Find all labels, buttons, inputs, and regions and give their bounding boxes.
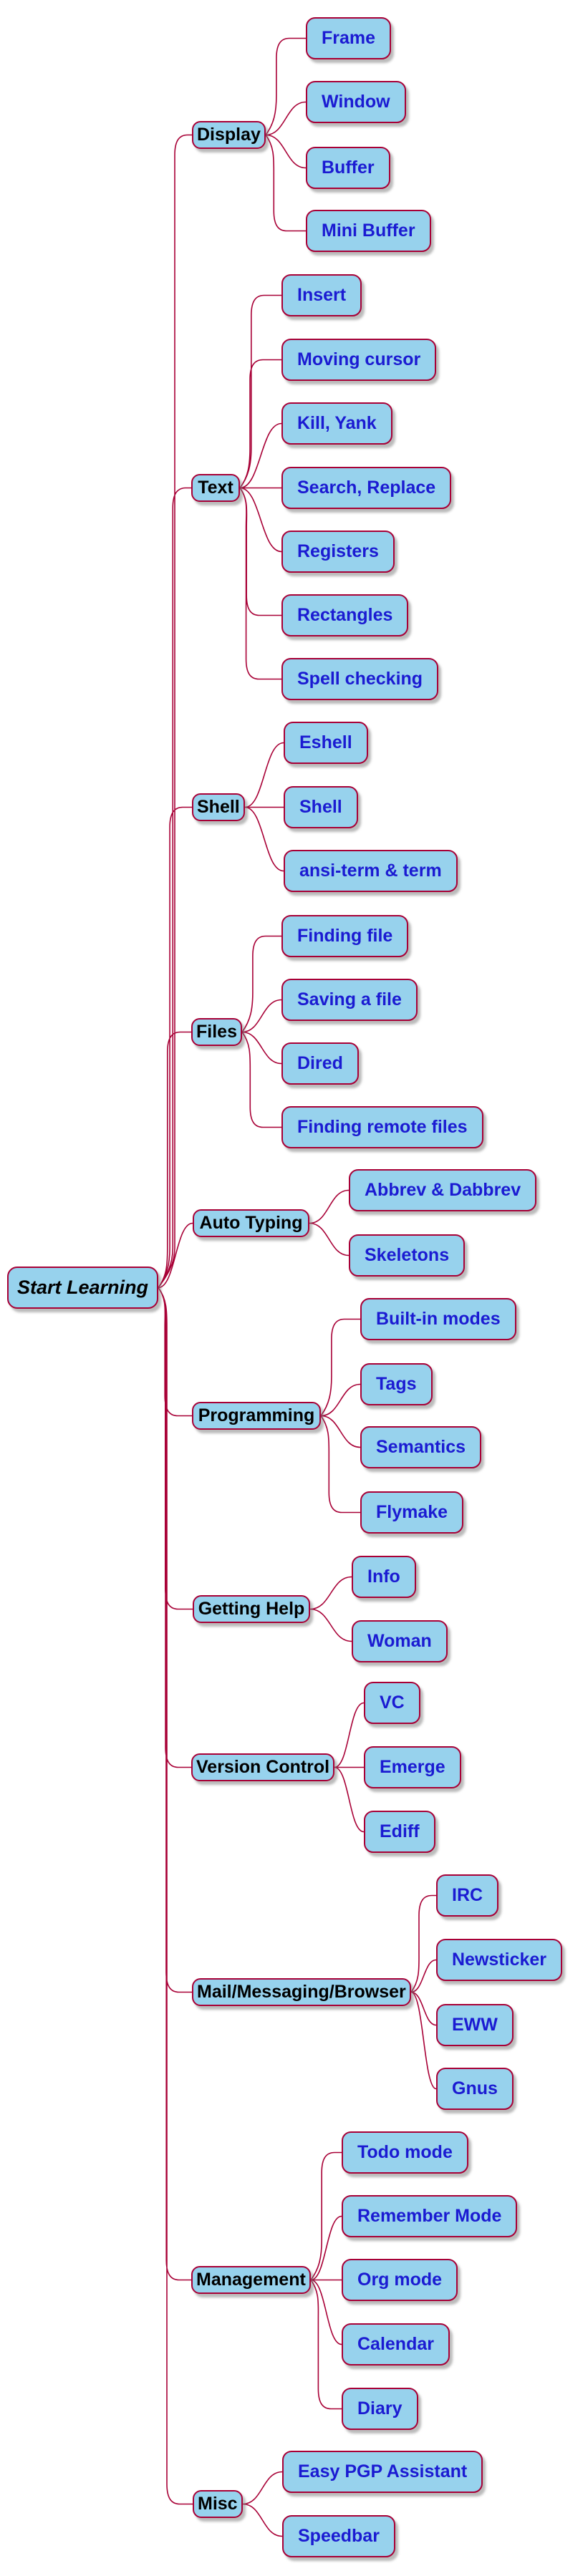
leaf-node-skeletons[interactable]: Skeletons (349, 1234, 466, 1277)
leaf-node-gnus[interactable]: Gnus (436, 2068, 514, 2110)
leaf-node-eww[interactable]: EWW (436, 2004, 514, 2046)
branch-node-files: Files (191, 1018, 242, 1046)
branch-node-auto-typing: Auto Typing (193, 1209, 309, 1237)
leaf-node-frame[interactable]: Frame (306, 17, 392, 59)
leaf-node-woman[interactable]: Woman (352, 1620, 448, 1662)
leaf-node-abbrev-dabbrev[interactable]: Abbrev & Dabbrev (349, 1169, 537, 1211)
root-node-start-learning: Start Learning (7, 1267, 159, 1309)
leaf-node-flymake[interactable]: Flymake (360, 1491, 464, 1534)
leaf-node-easy-pgp-assistant[interactable]: Easy PGP Assistant (282, 2451, 483, 2493)
branch-node-display: Display (192, 121, 266, 149)
leaf-node-ansi-term-term[interactable]: ansi-term & term (284, 850, 458, 892)
leaf-node-org-mode[interactable]: Org mode (342, 2259, 458, 2301)
leaf-node-emerge[interactable]: Emerge (364, 1746, 461, 1788)
branch-node-mail-messaging-browser: Mail/Messaging/Browser (192, 1978, 411, 2006)
branch-node-shell: Shell (192, 793, 245, 821)
leaf-node-semantics[interactable]: Semantics (360, 1426, 482, 1468)
leaf-node-finding-file[interactable]: Finding file (281, 915, 409, 957)
leaf-node-buffer[interactable]: Buffer (306, 147, 390, 189)
leaf-node-search-replace[interactable]: Search, Replace (281, 467, 452, 509)
leaf-node-mini-buffer[interactable]: Mini Buffer (306, 210, 431, 252)
leaf-node-built-in-modes[interactable]: Built-in modes (360, 1298, 516, 1340)
leaf-node-dired[interactable]: Dired (281, 1042, 359, 1085)
leaf-node-vc[interactable]: VC (364, 1682, 420, 1724)
leaf-node-tags[interactable]: Tags (360, 1363, 433, 1405)
leaf-node-finding-remote-files[interactable]: Finding remote files (281, 1106, 483, 1148)
branch-node-programming: Programming (192, 1402, 321, 1430)
leaf-node-ediff[interactable]: Ediff (364, 1811, 435, 1853)
leaf-node-window[interactable]: Window (306, 81, 406, 123)
leaf-node-moving-cursor[interactable]: Moving cursor (281, 339, 437, 381)
branch-node-misc: Misc (193, 2490, 243, 2518)
leaf-node-registers[interactable]: Registers (281, 531, 395, 573)
leaf-node-kill-yank[interactable]: Kill, Yank (281, 402, 392, 445)
leaf-node-irc[interactable]: IRC (436, 1874, 499, 1917)
branch-node-version-control: Version Control (191, 1753, 335, 1781)
mindmap-connector-lines (158, 37, 437, 2537)
leaf-node-remember-mode[interactable]: Remember Mode (342, 2195, 518, 2237)
leaf-node-diary[interactable]: Diary (342, 2388, 418, 2430)
leaf-node-calendar[interactable]: Calendar (342, 2323, 450, 2366)
leaf-node-todo-mode[interactable]: Todo mode (342, 2131, 468, 2174)
branch-node-management: Management (191, 2266, 311, 2294)
leaf-node-eshell[interactable]: Eshell (284, 722, 368, 764)
leaf-node-insert[interactable]: Insert (281, 274, 362, 316)
leaf-node-info[interactable]: Info (352, 1556, 416, 1598)
leaf-node-speedbar[interactable]: Speedbar (282, 2515, 395, 2557)
leaf-node-rectangles[interactable]: Rectangles (281, 594, 409, 636)
leaf-node-spell-checking[interactable]: Spell checking (281, 658, 439, 700)
leaf-node-saving-a-file[interactable]: Saving a file (281, 979, 418, 1021)
leaf-node-newsticker[interactable]: Newsticker (436, 1939, 563, 1981)
branch-node-text: Text (191, 474, 240, 502)
leaf-node-shell[interactable]: Shell (284, 786, 358, 828)
branch-node-getting-help: Getting Help (193, 1595, 310, 1623)
